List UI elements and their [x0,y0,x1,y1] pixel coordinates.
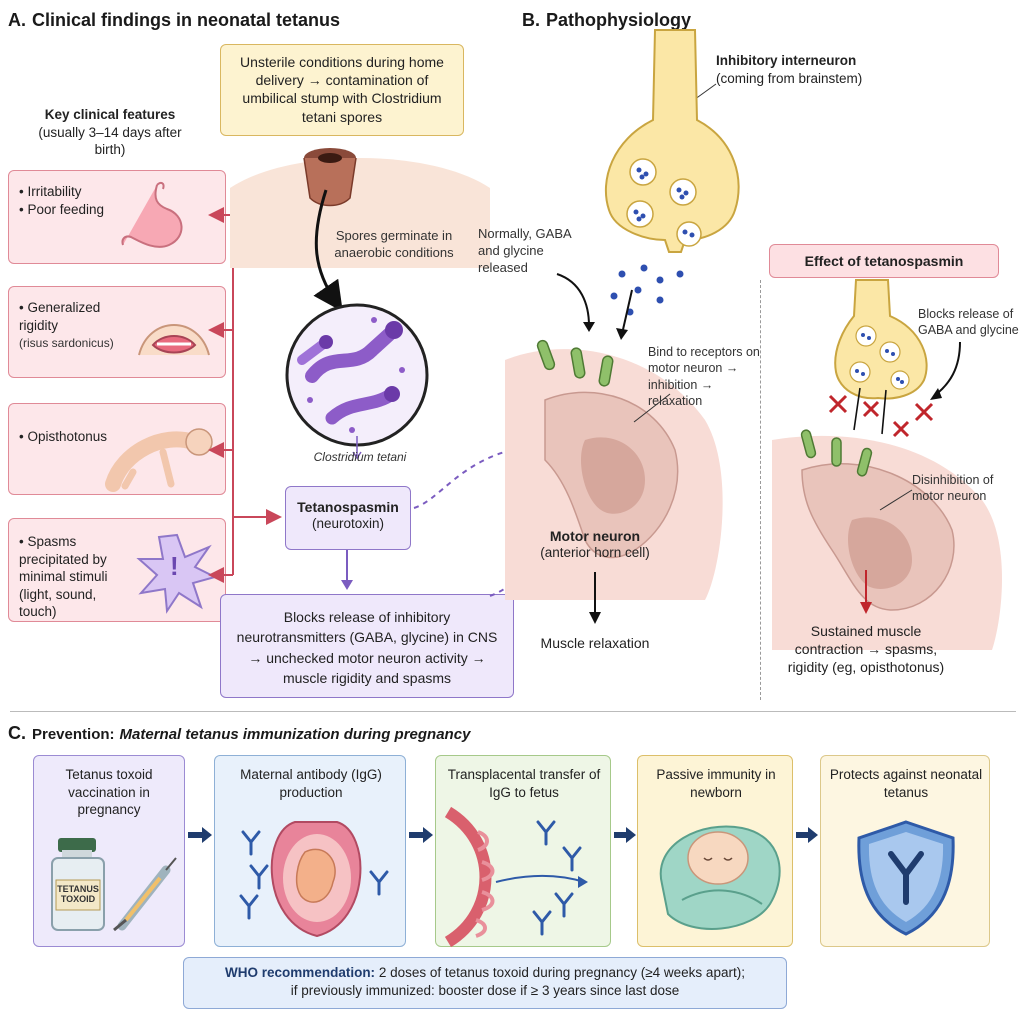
vial-label-line2: TOXOID [60,894,96,905]
toxin-down-arrow [341,550,353,590]
clostridium-magnified-illustration [285,303,429,447]
bind-receptors-text: Bind to receptors on motor neuron → inhi… [648,345,760,408]
blocked-terminal-illustration [834,279,928,400]
section-b-title-text: Pathophysiology [546,10,692,30]
key-features-subtitle: (usually 3–14 days after birth) [38,124,182,158]
step-transfer-text: Transplacental transfer of IgG to fetus [447,767,601,800]
normally-released-text: Normally, GABA and glycine released [478,226,571,275]
blocks-pointer-arrow [930,341,961,400]
face-grimace-icon [138,324,210,356]
stomach-icon [121,181,183,248]
interneuron-title: Inhibitory interneuron [716,53,857,68]
germination-arrow [313,189,343,312]
step-protection-text: Protects against neonatal tetanus [829,767,983,800]
feature-poor-feeding: Poor feeding [19,201,104,219]
disinhibited-neuron-illustration [772,429,1002,650]
step-antibody-production: Maternal antibody (IgG) production [214,755,406,947]
release-arrow [616,289,633,340]
motor-neuron-title: Motor neuron [549,528,641,544]
placenta-antibody-transfer-icon [444,806,588,948]
section-separator [10,711,1016,712]
vaccine-vial-syringe-icon [51,838,177,932]
step-protection: Protects against neonatal tetanus [820,755,990,947]
feature-irritability: Irritability [19,183,104,201]
disinhibit-pointer [879,489,913,511]
section-b-title: B. Pathophysiology [522,10,691,31]
cause-box: Unsterile conditions during home deliver… [220,44,464,136]
clostridium-label: Clostridium tetani [313,450,407,464]
infant-arched-icon [105,428,213,492]
feature-opisthotonus: Opisthotonus [19,428,107,446]
feature-box-spasms: • Spasms precipitated by minimal stimuli… [8,518,226,622]
tetanospasmin-subtitle: (neurotoxin) [311,516,385,531]
tetanospasmin-title: Tetanospasmin [297,499,399,515]
section-c-title-text: Maternal tetanus immunization during pre… [119,726,471,743]
step-arrows [188,827,818,843]
vial-label-line1: TETANUS [57,884,99,894]
feature-box-rigidity: • Generalized rigidity (risus sardonicus… [8,286,226,378]
motor-neuron-label: Motor neuron (anterior horn cell) [530,528,660,562]
interneuron-label: Inhibitory interneuron (coming from brai… [716,52,862,87]
step-vaccination-text: Tetanus toxoid vaccination in pregnancy [65,767,153,818]
feature-connectors [208,207,282,583]
motor-neuron-subtitle: (anterior horn cell) [540,545,650,560]
blocks-release-text: Blocks release of GABA and glycine [918,307,1019,338]
section-a-title: A. Clinical findings in neonatal tetanus [8,10,340,31]
alert-mark: ! [170,551,179,581]
who-recommendation-box: WHO recommendation: 2 doses of tetanus t… [183,957,787,1009]
who-label: WHO recommendation: [225,965,376,980]
interneuron-terminal-illustration [604,29,740,253]
spores-germinate-text: Spores germinate in anaerobic conditions [334,228,454,260]
bind-pointer [633,393,671,423]
section-c-letter: C. [8,723,26,743]
bacteria-pointer-arrow [352,436,362,460]
feature-spasms: • Spasms precipitated by minimal stimuli… [19,534,108,620]
neurotransmitter-dots [610,264,684,316]
tetanospasmin-box: Tetanospasmin (neurotoxin) [285,486,411,550]
interneuron-subtitle: (coming from brainstem) [716,70,863,86]
key-features-title: Key clinical features [44,107,176,122]
section-c-title: C. Prevention: Maternal tetanus immunizat… [8,723,470,744]
who-line-1: WHO recommendation: 2 doses of tetanus t… [192,964,778,982]
normally-arrow [556,273,595,332]
muscle-relaxation-text: Muscle relaxation [540,635,650,651]
step-passive-text: Passive immunity in newborn [656,767,776,800]
section-a-letter: A. [8,10,26,30]
feature-risus-sardonicus: (risus sardonicus) [19,336,114,351]
feature-spasms-text: Spasms precipitated by minimal stimuli (… [19,534,108,620]
section-a-title-text: Clinical findings in neonatal tetanus [32,10,341,30]
step-transplacental-transfer: Transplacental transfer of IgG to fetus [435,755,611,948]
blocked-x-marks [828,387,934,438]
step-antibody-text: Maternal antibody (IgG) production [240,767,382,800]
step-passive-immunity: Passive immunity in newborn [637,755,793,947]
umbilical-stump-illustration [230,148,490,268]
feature-rigidity-text: Generalized rigidity [19,300,101,333]
swaddled-newborn-icon [659,825,781,930]
key-features-heading: Key clinical features (usually 3–14 days… [30,106,190,159]
sustained-contraction-text: Sustained muscle contraction → spasms, r… [787,623,945,676]
step-vaccination: Tetanus toxoid vaccination in pregnancy … [33,755,185,947]
disinhibition-text: Disinhibition of motor neuron [912,473,994,504]
section-b-letter: B. [522,10,540,30]
feature-box-opisthotonus: Opisthotonus [8,403,226,495]
starburst-alert-icon [136,533,218,614]
motor-neuron-illustration [505,339,723,600]
panel-divider [760,280,761,700]
feature-rigidity: • Generalized rigidity [19,300,101,333]
section-c-prefix: Prevention: [32,726,115,743]
who-line-2: if previously immunized: booster dose if… [290,982,680,998]
feature-box-feeding: Irritability Poor feeding [8,170,226,264]
contraction-arrow [860,570,872,614]
uterus-fetus-antibody-icon [239,821,389,938]
relaxation-arrow [589,572,601,624]
who-text: 2 doses of tetanus toxoid during pregnan… [378,965,745,980]
mechanism-box: Blocks release of inhibitory neurotransm… [220,594,514,698]
effect-title: Effect of tetanospasmin [769,244,999,278]
vial-label: TETANUS TOXOID [56,884,100,905]
shield-antibody-icon [857,820,955,936]
